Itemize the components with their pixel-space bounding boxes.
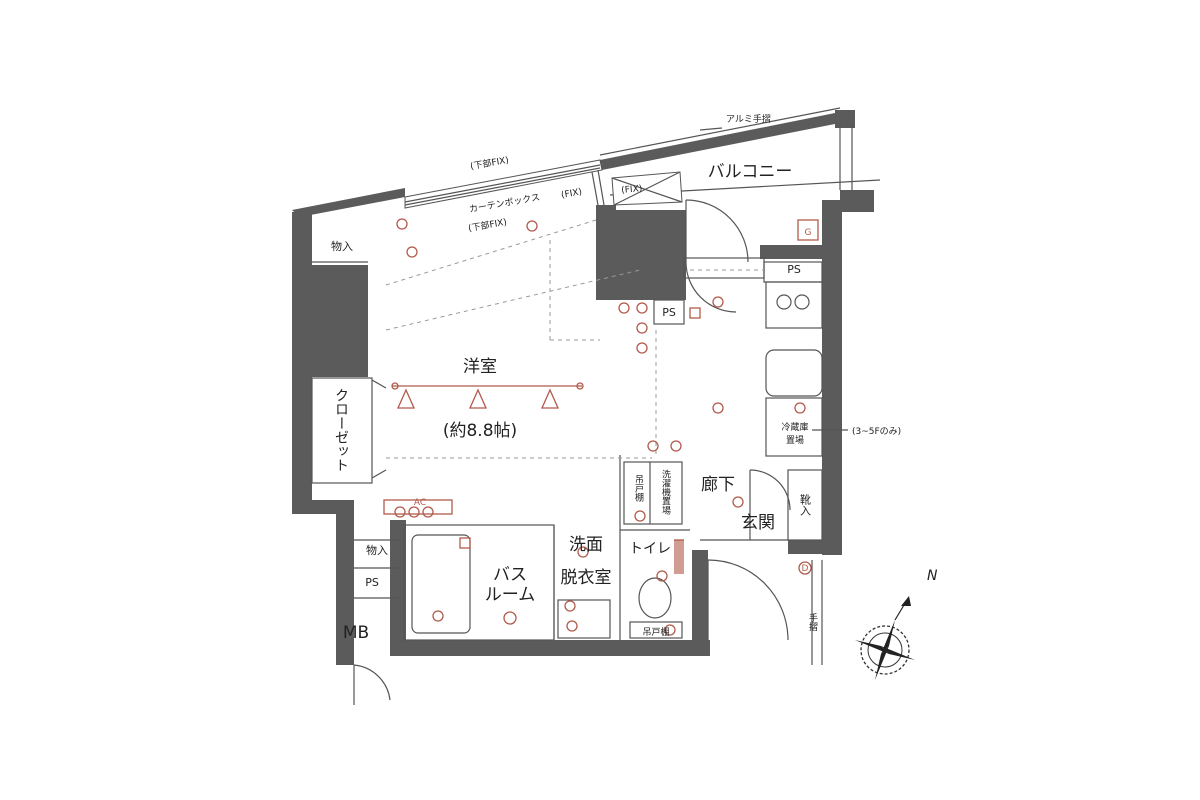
shoe-box-label: 靴入: [799, 493, 812, 516]
bathroom-frame: [403, 524, 555, 641]
storage-bottom-label: 物入: [366, 543, 388, 557]
bath-label-line2: ルーム: [485, 585, 536, 605]
fridge-space: [765, 397, 823, 457]
compass: N: [855, 568, 938, 680]
window-strip: [404, 107, 881, 209]
curtain-box-label: カーテンボックス: [468, 192, 541, 215]
washbasin: [557, 599, 611, 639]
bath-label-line1: バス: [493, 565, 527, 585]
mb-label: MB: [343, 623, 369, 643]
fix-left-label: (FIX): [560, 187, 582, 201]
fridge-label-line2: 置場: [786, 434, 804, 446]
storage-top-label: 物入: [331, 239, 353, 253]
handrail-label: 手摺: [807, 612, 818, 632]
lower-fix-bottom-label: (下部FIX): [467, 216, 508, 235]
toilet-bowl: [638, 577, 672, 619]
balcony-door-swing: [685, 199, 749, 263]
western-room-label: 洋室: [463, 357, 497, 377]
electrical-symbols: [383, 218, 806, 636]
hallway-label: 廊下: [701, 475, 735, 495]
balcony-label: バルコニー: [708, 162, 793, 182]
storage-labels: 物入 物入 クローゼット 靴入 吊戸棚 洗濯機置場 吊戸棚 冷蔵庫 置場 (3~…: [331, 239, 901, 638]
western-room-size: (約8.8帖): [443, 421, 517, 441]
closet-label: クローゼット: [333, 388, 349, 472]
toilet-label: トイレ: [629, 541, 671, 557]
left-wall-pier: [300, 265, 368, 377]
aluminum-handrail-label: アルミ手摺: [726, 113, 771, 125]
compass-north-label: N: [927, 568, 938, 584]
kitchen-sink: [765, 349, 823, 397]
washroom-label-line1: 洗面: [569, 535, 603, 555]
fridge-note: (3~5Fのみ): [852, 426, 901, 437]
shoe-box: [787, 469, 823, 541]
closet-frame: [311, 377, 373, 484]
room-labels: 洋室 (約8.8帖) バルコニー バス ルーム 洗面 脱衣室 トイレ 廊下 玄関: [443, 162, 792, 605]
washer-box: [623, 461, 683, 525]
fixture-labels: MB PS PS PS G D AC: [343, 219, 819, 643]
hanging-cabinet-toilet-label: 吊戸棚: [642, 626, 669, 638]
toilet-cabinet-box: [629, 621, 683, 639]
ps-left-label: PS: [365, 576, 379, 589]
ceiling-lights: [391, 382, 584, 409]
stove: [765, 281, 823, 329]
door-mark-label: D: [802, 564, 809, 574]
washing-machine-label: 洗濯機置場: [660, 468, 671, 515]
walls: [292, 110, 874, 665]
entrance-label: 玄関: [741, 513, 775, 533]
fridge-label-line1: 冷蔵庫: [781, 421, 808, 433]
hanging-cabinet-hall-label: 吊戸棚: [633, 474, 644, 502]
lower-fix-top-label: (下部FIX): [469, 154, 510, 173]
ps-center-label: PS: [662, 306, 676, 319]
interior-lines: [311, 125, 853, 705]
fix-right-label: (FIX): [621, 184, 643, 196]
ps-kitchen-label: PS: [787, 263, 801, 276]
bathtub: [411, 534, 471, 634]
ac-label: AC: [414, 498, 426, 508]
washroom-label-line2: 脱衣室: [561, 568, 612, 588]
gas-meter-label: G: [805, 228, 812, 238]
